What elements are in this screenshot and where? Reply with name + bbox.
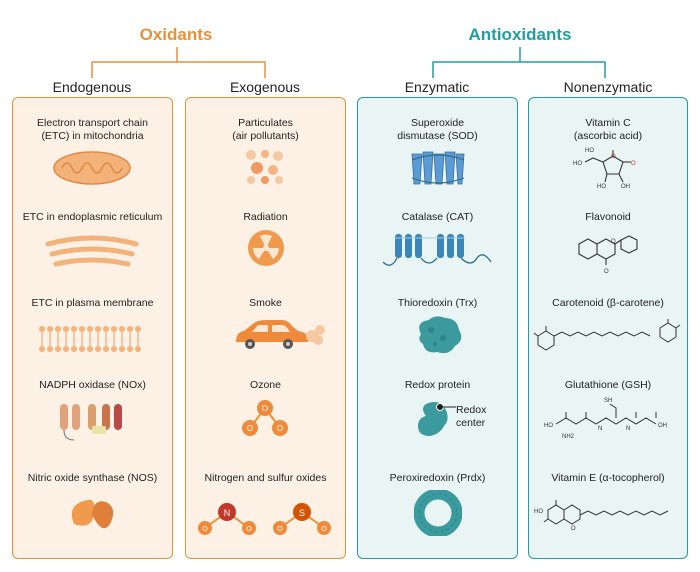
ozone-atom-label: O [262,404,268,413]
endoplasmic-reticulum-icon [45,235,139,267]
item-thioredoxin: Thioredoxin (Trx) [397,297,478,309]
car-smoke-icon [236,320,325,349]
chem-label-ho: HO [573,161,582,167]
sod-protein-icon [411,151,465,185]
nadph-oxidase-icon [60,404,122,441]
chem-label-o: O [611,154,616,160]
mitochondria-icon [53,151,131,185]
nitrogen-atom-label: N [224,508,231,518]
enzymatic-title: Enzymatic [404,79,470,95]
oxygen-atom-label: O [202,526,208,533]
chem-label-o: O [611,239,616,245]
heading-brackets [91,47,606,78]
endogenous-title: Endogenous [52,79,132,95]
chem-label-ho: HO [585,148,594,154]
item-nadph-oxidase: NADPH oxidase (NOx) [39,379,146,391]
flavonoid-structure: O O [578,235,638,274]
item-vitamin-c: Vitamin C (ascorbic acid) [573,117,643,142]
beta-carotene-structure [533,319,681,351]
sulfur-atom-label: S [299,508,305,518]
ascorbic-acid-structure: HO HO O O HO OH [573,148,636,190]
chem-label-oh: OH [621,184,630,190]
chem-label-o: O [571,526,576,532]
ozone-atom-label: O [247,424,253,433]
chem-label-nh2: NH2 [562,434,575,440]
item-sod: Superoxide dismutase (SOD) [397,117,478,142]
radiation-icon [248,230,284,266]
item-etc-er: ETC in endoplasmic reticulum [22,211,163,223]
item-glutathione: Glutathione (GSH) [564,379,652,391]
nitric-oxide-synthase-icon [71,499,114,529]
oxygen-atom-label: O [246,526,252,533]
item-ozone: Ozone [250,379,281,391]
redox-protein-icon [418,402,448,436]
antioxidants-heading: Antioxidants [468,25,572,44]
item-nos: Nitric oxide synthase (NOS) [27,472,158,484]
oxygen-atom-label: O [321,526,327,533]
thioredoxin-protein-icon [419,316,462,354]
glutathione-structure: SH HO NH2 N N OH [544,398,667,440]
chem-label-o: O [631,161,636,167]
item-vitamin-e: Vitamin E (α-tocopherol) [551,472,665,484]
oxidants-heading: Oxidants [139,25,213,44]
redox-center-pointer [442,406,456,408]
peroxiredoxin-ring-icon [414,490,462,536]
item-redox-protein: Redox protein [404,379,471,391]
item-smoke: Smoke [249,297,282,309]
item-peroxiredoxin: Peroxiredoxin (Prdx) [389,472,486,484]
ozone-atom-label: O [277,424,283,433]
item-flavonoid: Flavonoid [585,211,631,223]
particulates-icon [246,150,283,184]
chem-label-ho: HO [544,423,553,429]
item-nitrogen-sulfur-oxides: Nitrogen and sulfur oxides [204,472,327,484]
chem-label-n: N [626,426,630,432]
item-carotenoid: Carotenoid (β-carotene) [552,297,664,309]
chem-label-n: N [598,426,602,432]
oxygen-atom-label: O [277,526,283,533]
chem-label-oh: OH [658,423,667,429]
chem-label-ho: HO [597,184,606,190]
item-etc-mitochondria: Electron transport chain (ETC) in mitoch… [37,117,148,142]
item-particulates: Particulates (air pollutants) [232,117,299,142]
ozone-molecule-icon: O O O [242,400,288,436]
catalase-protein-icon [382,234,492,266]
nitrogen-oxide-icon: N O O [198,503,256,535]
nonenzymatic-title: Nonenzymatic [563,79,653,95]
chem-label-o: O [604,269,609,274]
chem-label-sh: SH [604,398,612,404]
plasma-membrane-icon [39,326,141,352]
item-etc-plasma-membrane: ETC in plasma membrane [31,297,154,309]
redox-center-label: Redox center [456,404,487,429]
item-catalase: Catalase (CAT) [401,211,474,223]
chem-label-ho: HO [534,509,543,515]
tocopherol-structure: HO O [534,500,669,532]
sulfur-oxide-icon: S O O [273,503,331,535]
exogenous-title: Exogenous [229,79,301,95]
item-radiation: Radiation [243,211,288,223]
